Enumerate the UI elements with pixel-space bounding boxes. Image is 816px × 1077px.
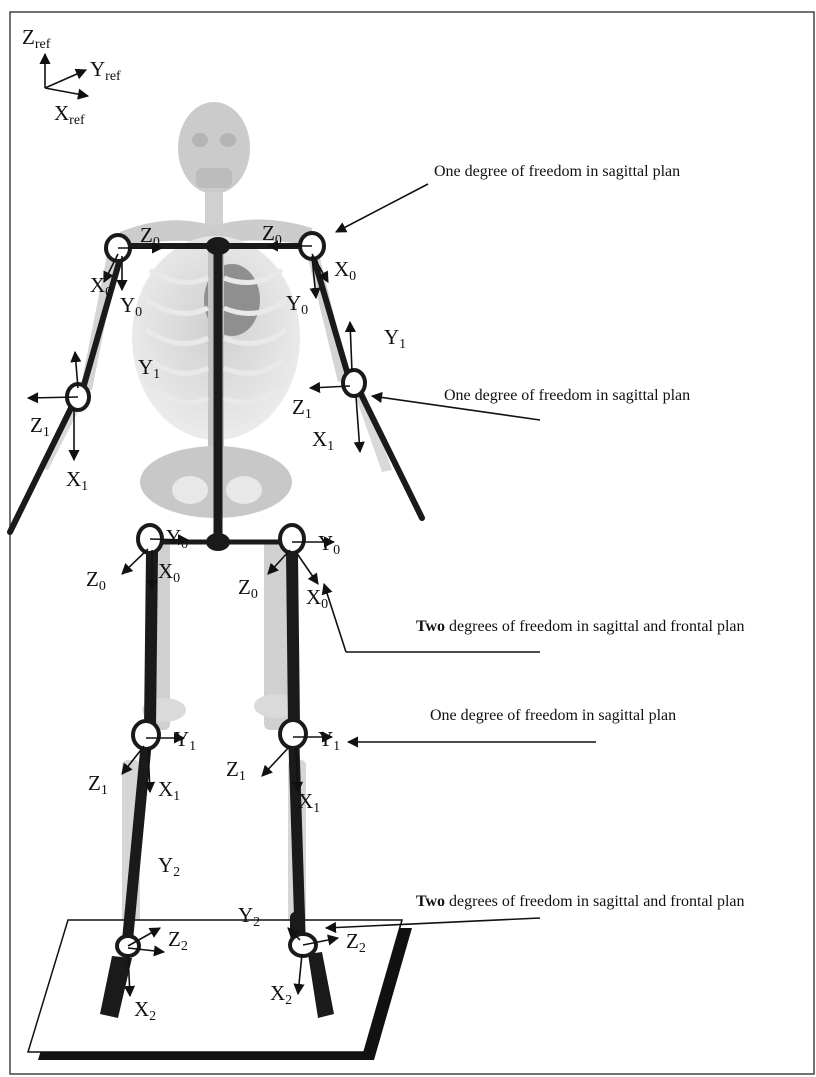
axis-label-x1: X1: [312, 427, 334, 454]
axis-label-y0: Y0: [286, 291, 308, 318]
axis-label-y2: Y2: [158, 853, 180, 880]
ref-x-label: Xref: [54, 101, 85, 128]
axis-label-x0: X0: [158, 559, 180, 586]
axis-label-z0: Z0: [86, 567, 106, 594]
axis-label-x1: X1: [298, 789, 320, 816]
axis-label-y1: Y1: [384, 325, 406, 352]
frame-arrows: [28, 54, 596, 996]
axis-label-x1: X1: [66, 467, 88, 494]
axis-label-z1: Z1: [30, 413, 50, 440]
annotation-shoulder: One degree of freedom in sagittal plan: [434, 163, 680, 180]
axis-label-z1: Z1: [226, 757, 246, 784]
axis-label-y2: Y2: [238, 903, 260, 930]
axis-label-z0: Z0: [238, 575, 258, 602]
ref-z-label: Zref: [22, 25, 51, 52]
ref-y-label: Yref: [90, 57, 121, 84]
axis-label-y1: Y1: [318, 727, 340, 754]
sternum-joint: [206, 237, 230, 255]
axis-label-z1: Z1: [88, 771, 108, 798]
kinematic-links: [10, 246, 422, 935]
axis-label-y0: Y0: [318, 531, 340, 558]
annotation-ankle: Two degrees of freedom in sagittal and f…: [416, 893, 745, 910]
annotation-hip: Two degrees of freedom in sagittal and f…: [416, 618, 745, 635]
axis-label-x1: X1: [158, 777, 180, 804]
annotation-knee: One degree of freedom in sagittal plan: [430, 707, 676, 724]
axis-label-y0: Y0: [166, 525, 188, 552]
axis-label-x0: X0: [334, 257, 356, 284]
axis-label-y0: Y0: [120, 293, 142, 320]
axis-label-y1: Y1: [174, 727, 196, 754]
pelvis-joint: [206, 533, 230, 551]
axis-label-z1: Z1: [292, 395, 312, 422]
annotation-elbow: One degree of freedom in sagittal plan: [444, 387, 690, 404]
annotations: One degree of freedom in sagittal plan O…: [416, 163, 745, 910]
